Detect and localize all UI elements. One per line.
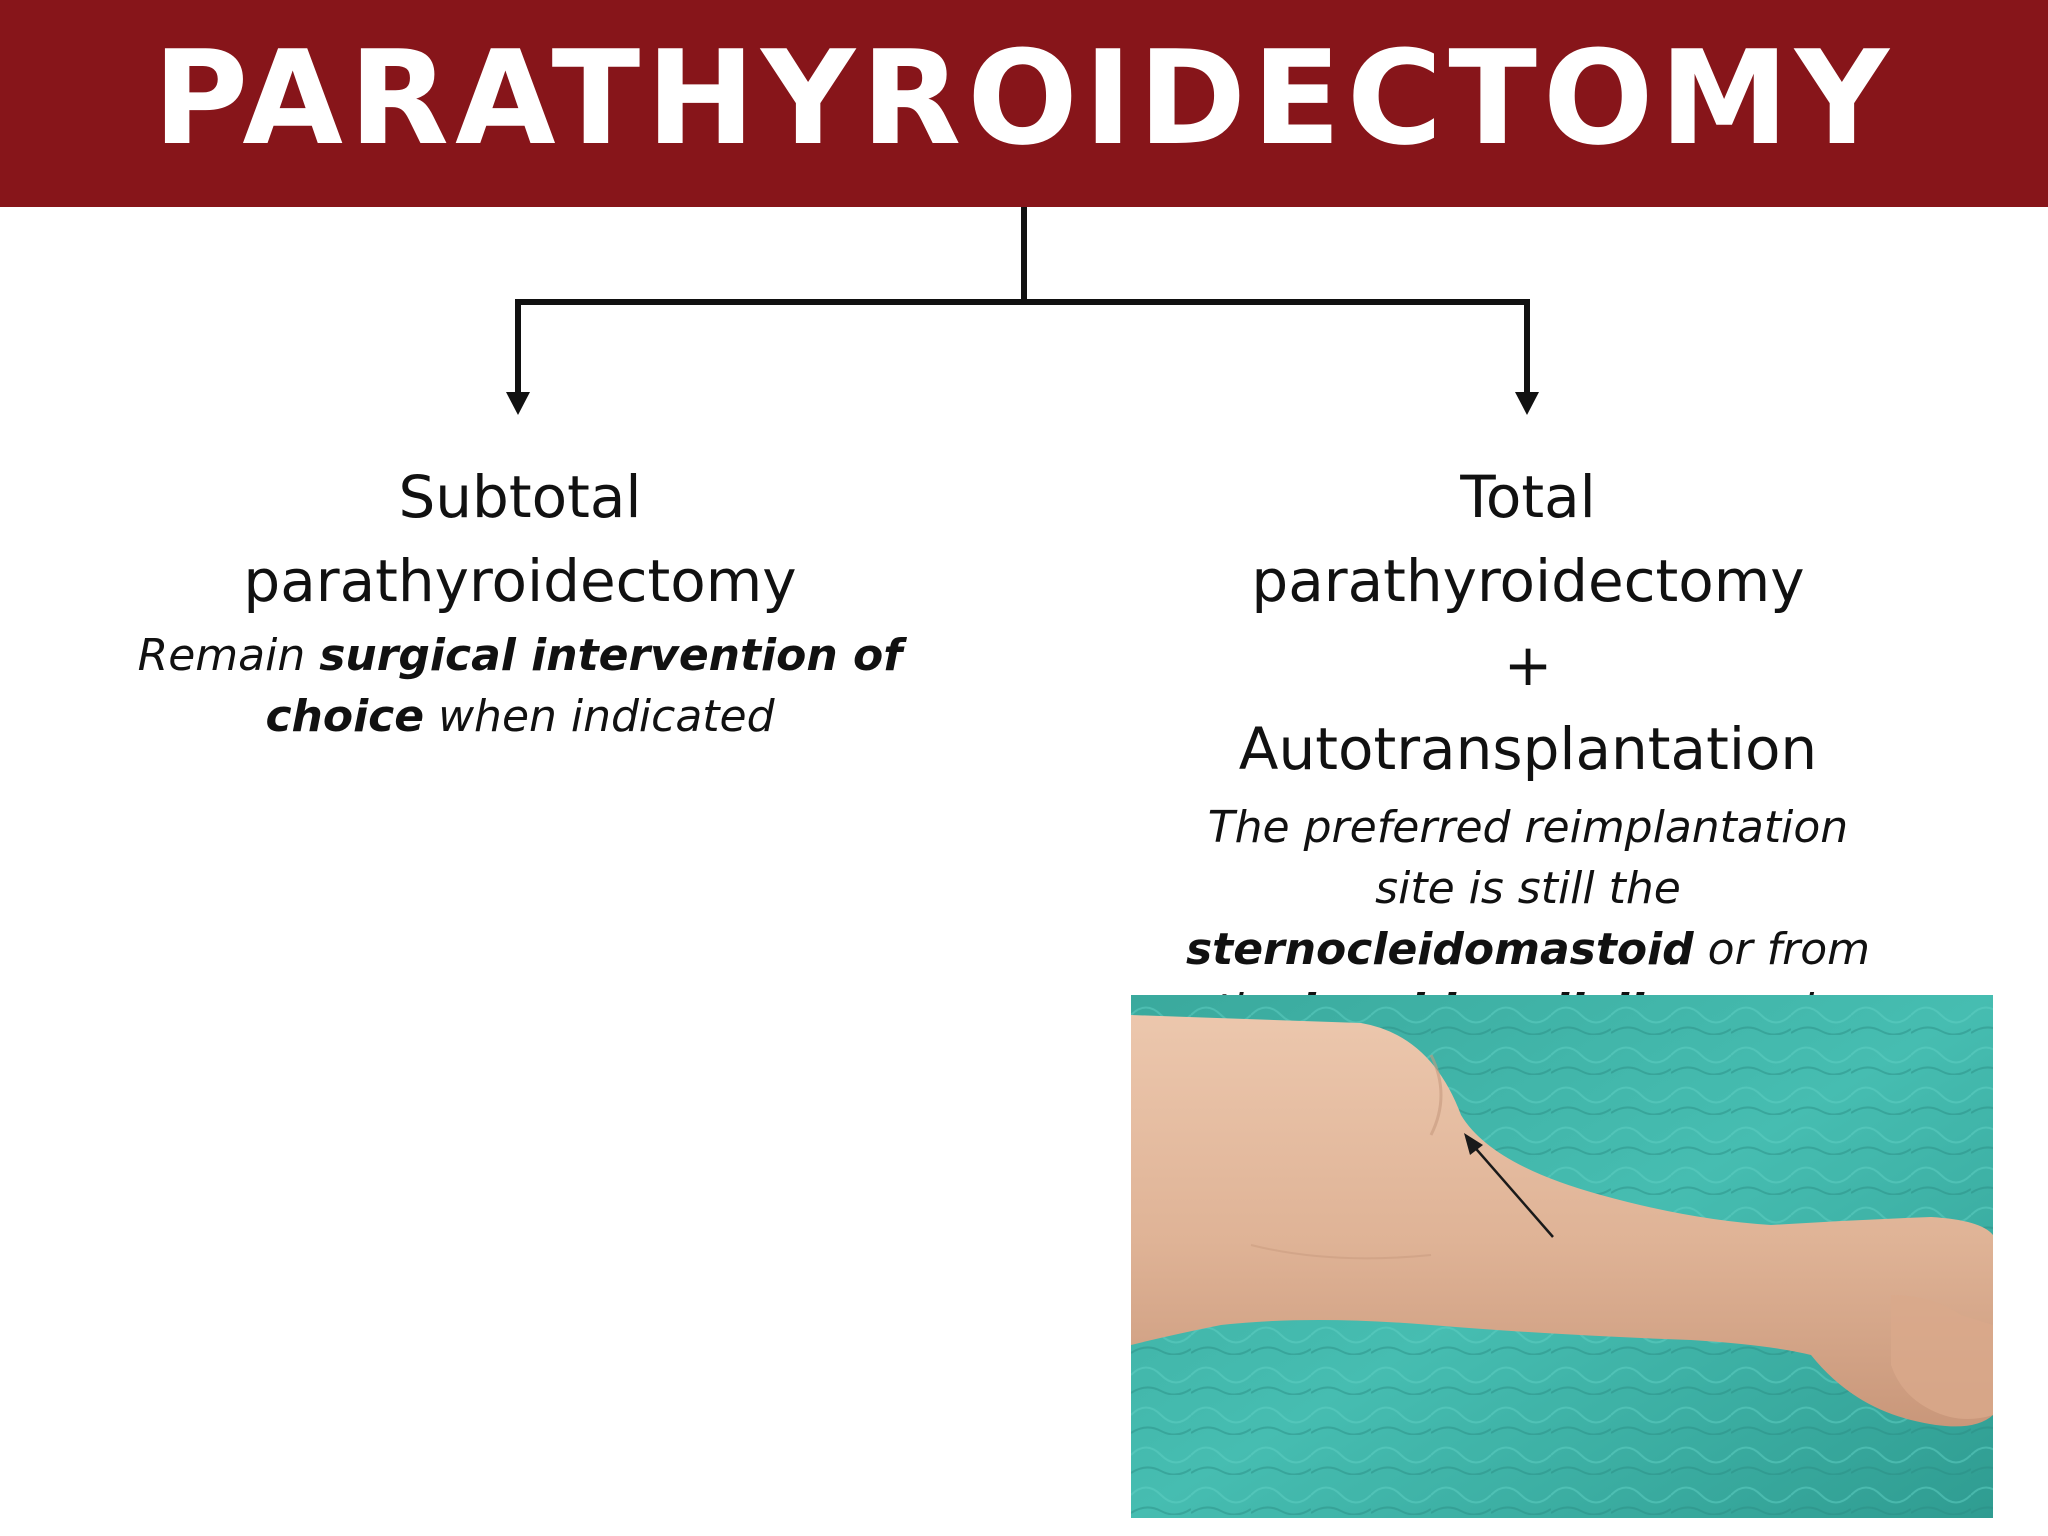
total-note-text: The preferred reimplantation site is sti… [1207, 802, 1849, 914]
subtotal-title-line2: parathyroidectomy [243, 547, 797, 615]
arrow-marker-icon [1464, 1133, 1483, 1155]
subtotal-title-line1: Subtotal [398, 463, 642, 531]
subtotal-note: Remain surgical intervention of choice w… [130, 625, 910, 747]
page-title: PARATHYROIDECTOMY [153, 21, 1895, 174]
right-arrow-head-icon [1515, 392, 1539, 415]
forearm-photo [1131, 995, 1993, 1518]
arrow-marker-line [1470, 1142, 1554, 1238]
subtotal-note-bold: surgical intervention of choice [265, 630, 903, 742]
plus-sign: + [1503, 631, 1553, 699]
forearm [1131, 1015, 1993, 1427]
subtotal-note-text: Remain [137, 630, 320, 681]
autotransplantation-title: Autotransplantation [1238, 715, 1818, 783]
total-branch: Total parathyroidectomy + Autotransplant… [1128, 455, 1928, 1041]
total-title-line1: Total [1460, 463, 1596, 531]
hand-fingers [1891, 1295, 1993, 1419]
subtotal-branch: Subtotal parathyroidectomy Remain surgic… [130, 455, 910, 747]
forearm-photo-image [1131, 995, 1993, 1518]
title-bar: PARATHYROIDECTOMY [0, 0, 2048, 207]
left-arrow-head-icon [506, 392, 530, 415]
subtotal-note-text-end: when indicated [424, 691, 775, 742]
branch-connector [506, 207, 1539, 415]
total-title-line2: parathyroidectomy [1251, 547, 1805, 615]
total-note-bold-sternocleidomastoid: sternocleidomastoid [1185, 924, 1694, 975]
